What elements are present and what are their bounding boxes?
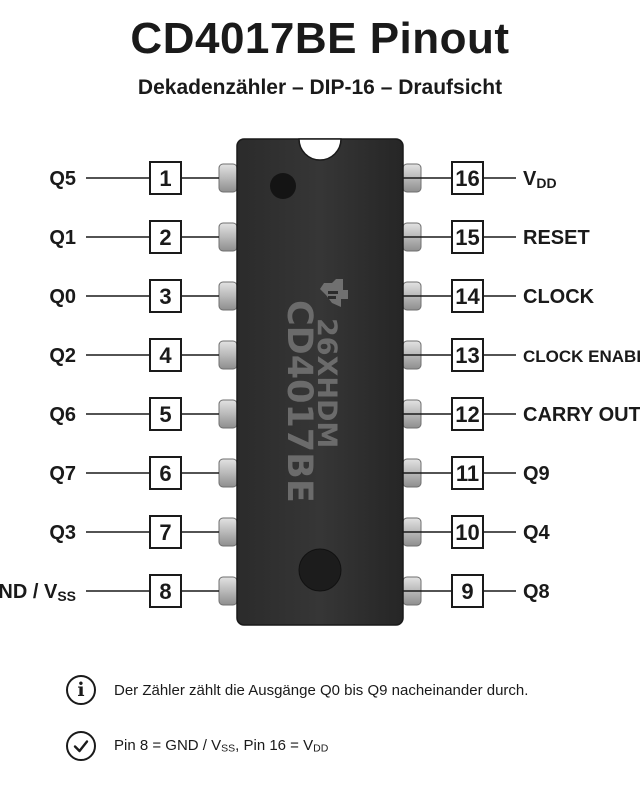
pin-number: 5 — [159, 402, 171, 427]
pin-row-2: 2 Q1 — [49, 220, 219, 254]
pin-number: 11 — [456, 461, 479, 486]
pin-number-box — [451, 279, 484, 313]
pin-row-5: 5 Q6 — [49, 397, 219, 431]
page-title: CD4017BE Pinout — [130, 14, 510, 63]
pin-number-box — [451, 574, 484, 608]
pin-label: Q7 — [49, 463, 76, 485]
ti-logo-icon — [320, 279, 348, 307]
pin-row-14: 14 CLOCK — [403, 279, 595, 313]
info-icon: i — [66, 675, 96, 705]
pin-label: CARRY OUT — [523, 404, 640, 426]
pin-row-9: 9 Q8 — [403, 574, 550, 608]
pin-number: 16 — [455, 166, 479, 191]
info-note: i Der Zähler zählt die Ausgänge Q0 bis Q… — [66, 670, 626, 710]
page-subtitle: Dekadenzähler – DIP-16 – Draufsicht — [137, 76, 503, 99]
pin-number-box — [149, 161, 182, 195]
pin-row-3: 3 Q0 — [49, 279, 219, 313]
check-circle-icon — [66, 731, 96, 761]
pin-row-15: 15 RESET — [403, 220, 590, 254]
pin-leg — [218, 163, 238, 193]
pin-number: 14 — [455, 284, 480, 309]
pin-label: Q1 — [49, 227, 76, 249]
pin-number-box — [149, 397, 182, 431]
pin-number: 9 — [461, 579, 473, 604]
pin-label: Q0 — [49, 286, 76, 308]
pin-number-box — [149, 279, 182, 313]
pin-row-1: 1 Q5 — [49, 161, 219, 195]
pin-leg — [218, 399, 238, 429]
pin-number: 15 — [455, 225, 479, 250]
check-note-text: Pin 8 = GND / VSS, Pin 16 = VDD — [114, 737, 329, 755]
pin-row-10: 10 Q4 — [403, 515, 551, 549]
pin-row-16: 16 VDD — [403, 161, 557, 195]
pin-leg — [218, 222, 238, 252]
pin-number-box — [451, 161, 484, 195]
pin-number-box — [149, 456, 182, 490]
pin-label: Q8 — [523, 581, 550, 603]
pin-number: 6 — [159, 461, 171, 486]
pin-label: Q4 — [523, 522, 551, 544]
pin-number: 13 — [455, 343, 479, 368]
pin-number-box — [451, 515, 484, 549]
pin-leg — [218, 340, 238, 370]
pin-label: Q2 — [49, 345, 76, 367]
pin-row-12: 12 CARRY OUT — [403, 397, 640, 431]
pin-number-box — [149, 515, 182, 549]
pin-label: Q3 — [49, 522, 76, 544]
pin-number-box — [149, 574, 182, 608]
pin-label: Q9 — [523, 463, 550, 485]
pin-number: 7 — [159, 520, 171, 545]
pin-number: 12 — [455, 402, 479, 427]
pin-label: Q6 — [49, 404, 76, 426]
pin-label: RESET — [523, 227, 590, 249]
pin-leg — [218, 281, 238, 311]
pin-leg — [218, 517, 238, 547]
pin-leg — [218, 458, 238, 488]
pin-number: 4 — [159, 343, 172, 368]
pin-number-box — [451, 220, 484, 254]
chip-body: 26XHDM CD4017BE — [236, 138, 404, 626]
pin-label: Q5 — [49, 168, 76, 190]
pin-row-7: 7 Q3 — [49, 515, 219, 549]
pin-number-box — [451, 397, 484, 431]
pin-row-4: 4 Q2 — [49, 338, 219, 372]
pin-label: VDD — [523, 168, 557, 191]
chip-marking-lot: 26XHDM — [311, 318, 342, 448]
pin-number: 8 — [159, 579, 171, 604]
ejector-mark — [298, 548, 342, 592]
pin-label: CLOCK ENABLE — [523, 347, 640, 366]
pin-row-8: 8 GND / VSS — [0, 574, 219, 608]
pin-row-13: 13 CLOCK ENABLE — [403, 338, 640, 372]
pin-label: CLOCK — [523, 286, 595, 308]
pin-number-box — [451, 456, 484, 490]
pin-number-box — [451, 338, 484, 372]
check-note: Pin 8 = GND / VSS, Pin 16 = VDD — [66, 726, 626, 766]
pin-row-11: 11 Q9 — [403, 456, 550, 490]
pin1-marker — [270, 173, 296, 199]
chip-marking-part: CD4017BE — [279, 300, 319, 503]
info-note-text: Der Zähler zählt die Ausgänge Q0 bis Q9 … — [114, 681, 529, 699]
pin-number: 2 — [159, 225, 171, 250]
pin-number: 3 — [159, 284, 171, 309]
chip-notch — [298, 138, 342, 161]
pin-row-6: 6 Q7 — [49, 456, 219, 490]
pin-number: 10 — [455, 520, 479, 545]
pin-number: 1 — [159, 166, 171, 191]
pin-number-box — [149, 338, 182, 372]
pin-number-box — [149, 220, 182, 254]
pin-label: GND / VSS — [0, 581, 76, 604]
pin-leg — [218, 576, 238, 606]
